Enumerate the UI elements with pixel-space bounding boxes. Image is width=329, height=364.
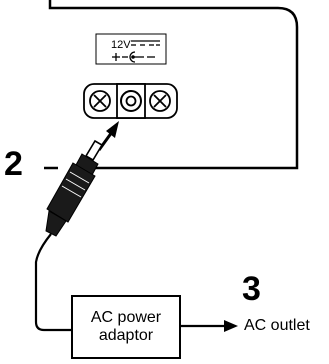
step-3-label: 3 <box>242 270 261 308</box>
outlet-arrow-icon <box>180 320 238 332</box>
power-cable <box>34 233 72 332</box>
screw-right-icon <box>149 90 171 112</box>
jack-socket <box>116 83 146 119</box>
dc-in-jack <box>83 83 178 119</box>
power-rating-label: 12V <box>95 33 167 65</box>
dc-plug <box>45 139 104 237</box>
screw-left-icon <box>89 90 111 112</box>
instrument-panel <box>48 0 299 170</box>
ac-adaptor-box <box>71 295 181 359</box>
polarity-symbol-icon <box>112 51 155 63</box>
voltage-text: 12V <box>111 39 131 51</box>
ac-outlet-label: AC outlet <box>244 317 310 334</box>
adaptor-label: AC power adaptor <box>74 309 178 345</box>
adaptor-label-line2: adaptor <box>98 327 154 344</box>
step-2-label: 2 <box>4 145 23 183</box>
adaptor-label-line1: AC power <box>90 309 162 326</box>
